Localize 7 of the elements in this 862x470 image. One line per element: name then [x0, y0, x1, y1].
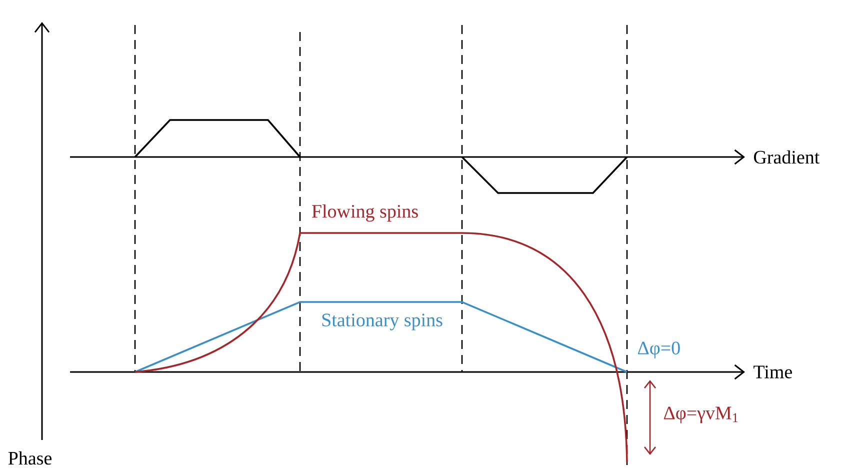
axis-label: Gradient	[754, 150, 820, 164]
curve-label: Flowing spins	[312, 204, 418, 222]
axis-label: Time	[754, 366, 792, 378]
curve-label: Stationary spins	[322, 314, 442, 330]
equation-label: Δφ=γvM$_{1}$	[664, 406, 738, 424]
equation-label: Δφ=0	[638, 342, 680, 358]
axis-label: Phase	[8, 451, 52, 465]
